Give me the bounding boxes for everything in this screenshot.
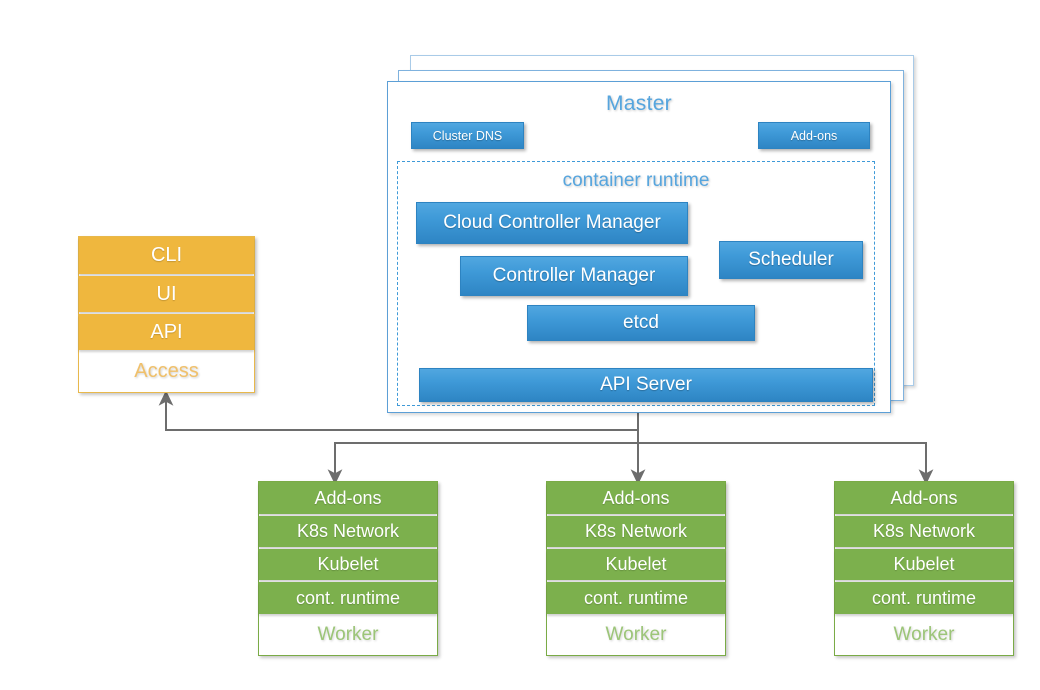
worker-2-footer: Worker	[547, 614, 725, 655]
worker-3-row-k8s-network-label: K8s Network	[872, 521, 976, 541]
worker-1-row-add-ons-label: Add-ons	[314, 487, 382, 508]
worker-node-2[interactable]: Add-ons K8s Network Kubelet cont. runtim…	[546, 481, 726, 656]
cloud-controller-manager-label: Cloud Controller Manager	[443, 212, 661, 233]
access-row-cli-label: CLI	[150, 244, 183, 266]
worker-3-row-add-ons[interactable]: Add-ons	[835, 482, 1013, 514]
worker-2-row-cont-runtime-label: cont. runtime	[583, 587, 689, 608]
worker-3-row-k8s-network[interactable]: K8s Network	[835, 516, 1013, 547]
worker-1-footer-label: Worker	[317, 623, 379, 645]
scheduler-label: Scheduler	[748, 249, 834, 270]
worker-1-row-k8s-network-label: K8s Network	[296, 521, 400, 541]
access-row-ui-label: UI	[156, 282, 177, 305]
controller-manager-label: Controller Manager	[492, 265, 656, 286]
worker-1-row-add-ons[interactable]: Add-ons	[259, 482, 437, 514]
worker-node-3[interactable]: Add-ons K8s Network Kubelet cont. runtim…	[834, 481, 1014, 656]
access-row-api[interactable]: API	[79, 314, 254, 350]
cluster-dns-label: Cluster DNS	[432, 128, 503, 143]
worker-3-row-kubelet-label: Kubelet	[893, 554, 955, 574]
worker-2-row-kubelet[interactable]: Kubelet	[547, 549, 725, 580]
worker-1-row-cont-runtime-label: cont. runtime	[295, 587, 401, 608]
worker-2-row-add-ons-label: Add-ons	[602, 487, 670, 508]
worker-2-row-k8s-network-label: K8s Network	[584, 521, 688, 541]
access-footer: Access	[79, 350, 254, 392]
worker-3-row-cont-runtime-label: cont. runtime	[871, 587, 977, 608]
api-server-box[interactable]: API Server	[419, 368, 873, 402]
etcd-label: etcd	[623, 312, 659, 333]
etcd-box[interactable]: etcd	[527, 305, 755, 341]
access-row-cli[interactable]: CLI	[79, 237, 254, 274]
worker-3-row-kubelet[interactable]: Kubelet	[835, 549, 1013, 580]
access-row-api-label: API	[150, 320, 183, 343]
worker-1-row-kubelet[interactable]: Kubelet	[259, 549, 437, 580]
api-server-label: API Server	[600, 374, 692, 395]
container-runtime-title: container runtime	[562, 170, 710, 191]
worker-3-footer: Worker	[835, 614, 1013, 655]
worker-3-row-add-ons-label: Add-ons	[890, 487, 958, 508]
worker-node-1[interactable]: Add-ons K8s Network Kubelet cont. runtim…	[258, 481, 438, 656]
scheduler-box[interactable]: Scheduler	[719, 241, 863, 279]
master-add-ons-box[interactable]: Add-ons	[758, 122, 870, 149]
wire-apiserver-worker3	[638, 442, 934, 485]
access-stack[interactable]: CLI UI API Access	[78, 236, 255, 393]
access-footer-label: Access	[134, 359, 199, 382]
worker-1-footer: Worker	[259, 614, 437, 655]
worker-2-row-kubelet-label: Kubelet	[605, 554, 667, 574]
wire-apiserver-worker1	[327, 442, 638, 485]
worker-2-footer-label: Worker	[605, 623, 667, 645]
controller-manager-box[interactable]: Controller Manager	[460, 256, 688, 296]
worker-2-row-k8s-network[interactable]: K8s Network	[547, 516, 725, 547]
worker-3-row-cont-runtime[interactable]: cont. runtime	[835, 582, 1013, 614]
master-node[interactable]: Master Cluster DNS Add-ons container run…	[387, 81, 891, 413]
worker-1-row-cont-runtime[interactable]: cont. runtime	[259, 582, 437, 614]
access-row-ui[interactable]: UI	[79, 276, 254, 312]
master-title: Master	[606, 92, 672, 115]
cluster-dns-box[interactable]: Cluster DNS	[411, 122, 524, 149]
worker-3-footer-label: Worker	[893, 623, 955, 645]
master-add-ons-label: Add-ons	[790, 128, 838, 143]
worker-2-row-add-ons[interactable]: Add-ons	[547, 482, 725, 514]
worker-1-row-kubelet-label: Kubelet	[317, 554, 379, 574]
worker-2-row-cont-runtime[interactable]: cont. runtime	[547, 582, 725, 614]
container-runtime-boundary: container runtime	[397, 161, 875, 406]
worker-1-row-k8s-network[interactable]: K8s Network	[259, 516, 437, 547]
cloud-controller-manager-box[interactable]: Cloud Controller Manager	[416, 202, 688, 244]
